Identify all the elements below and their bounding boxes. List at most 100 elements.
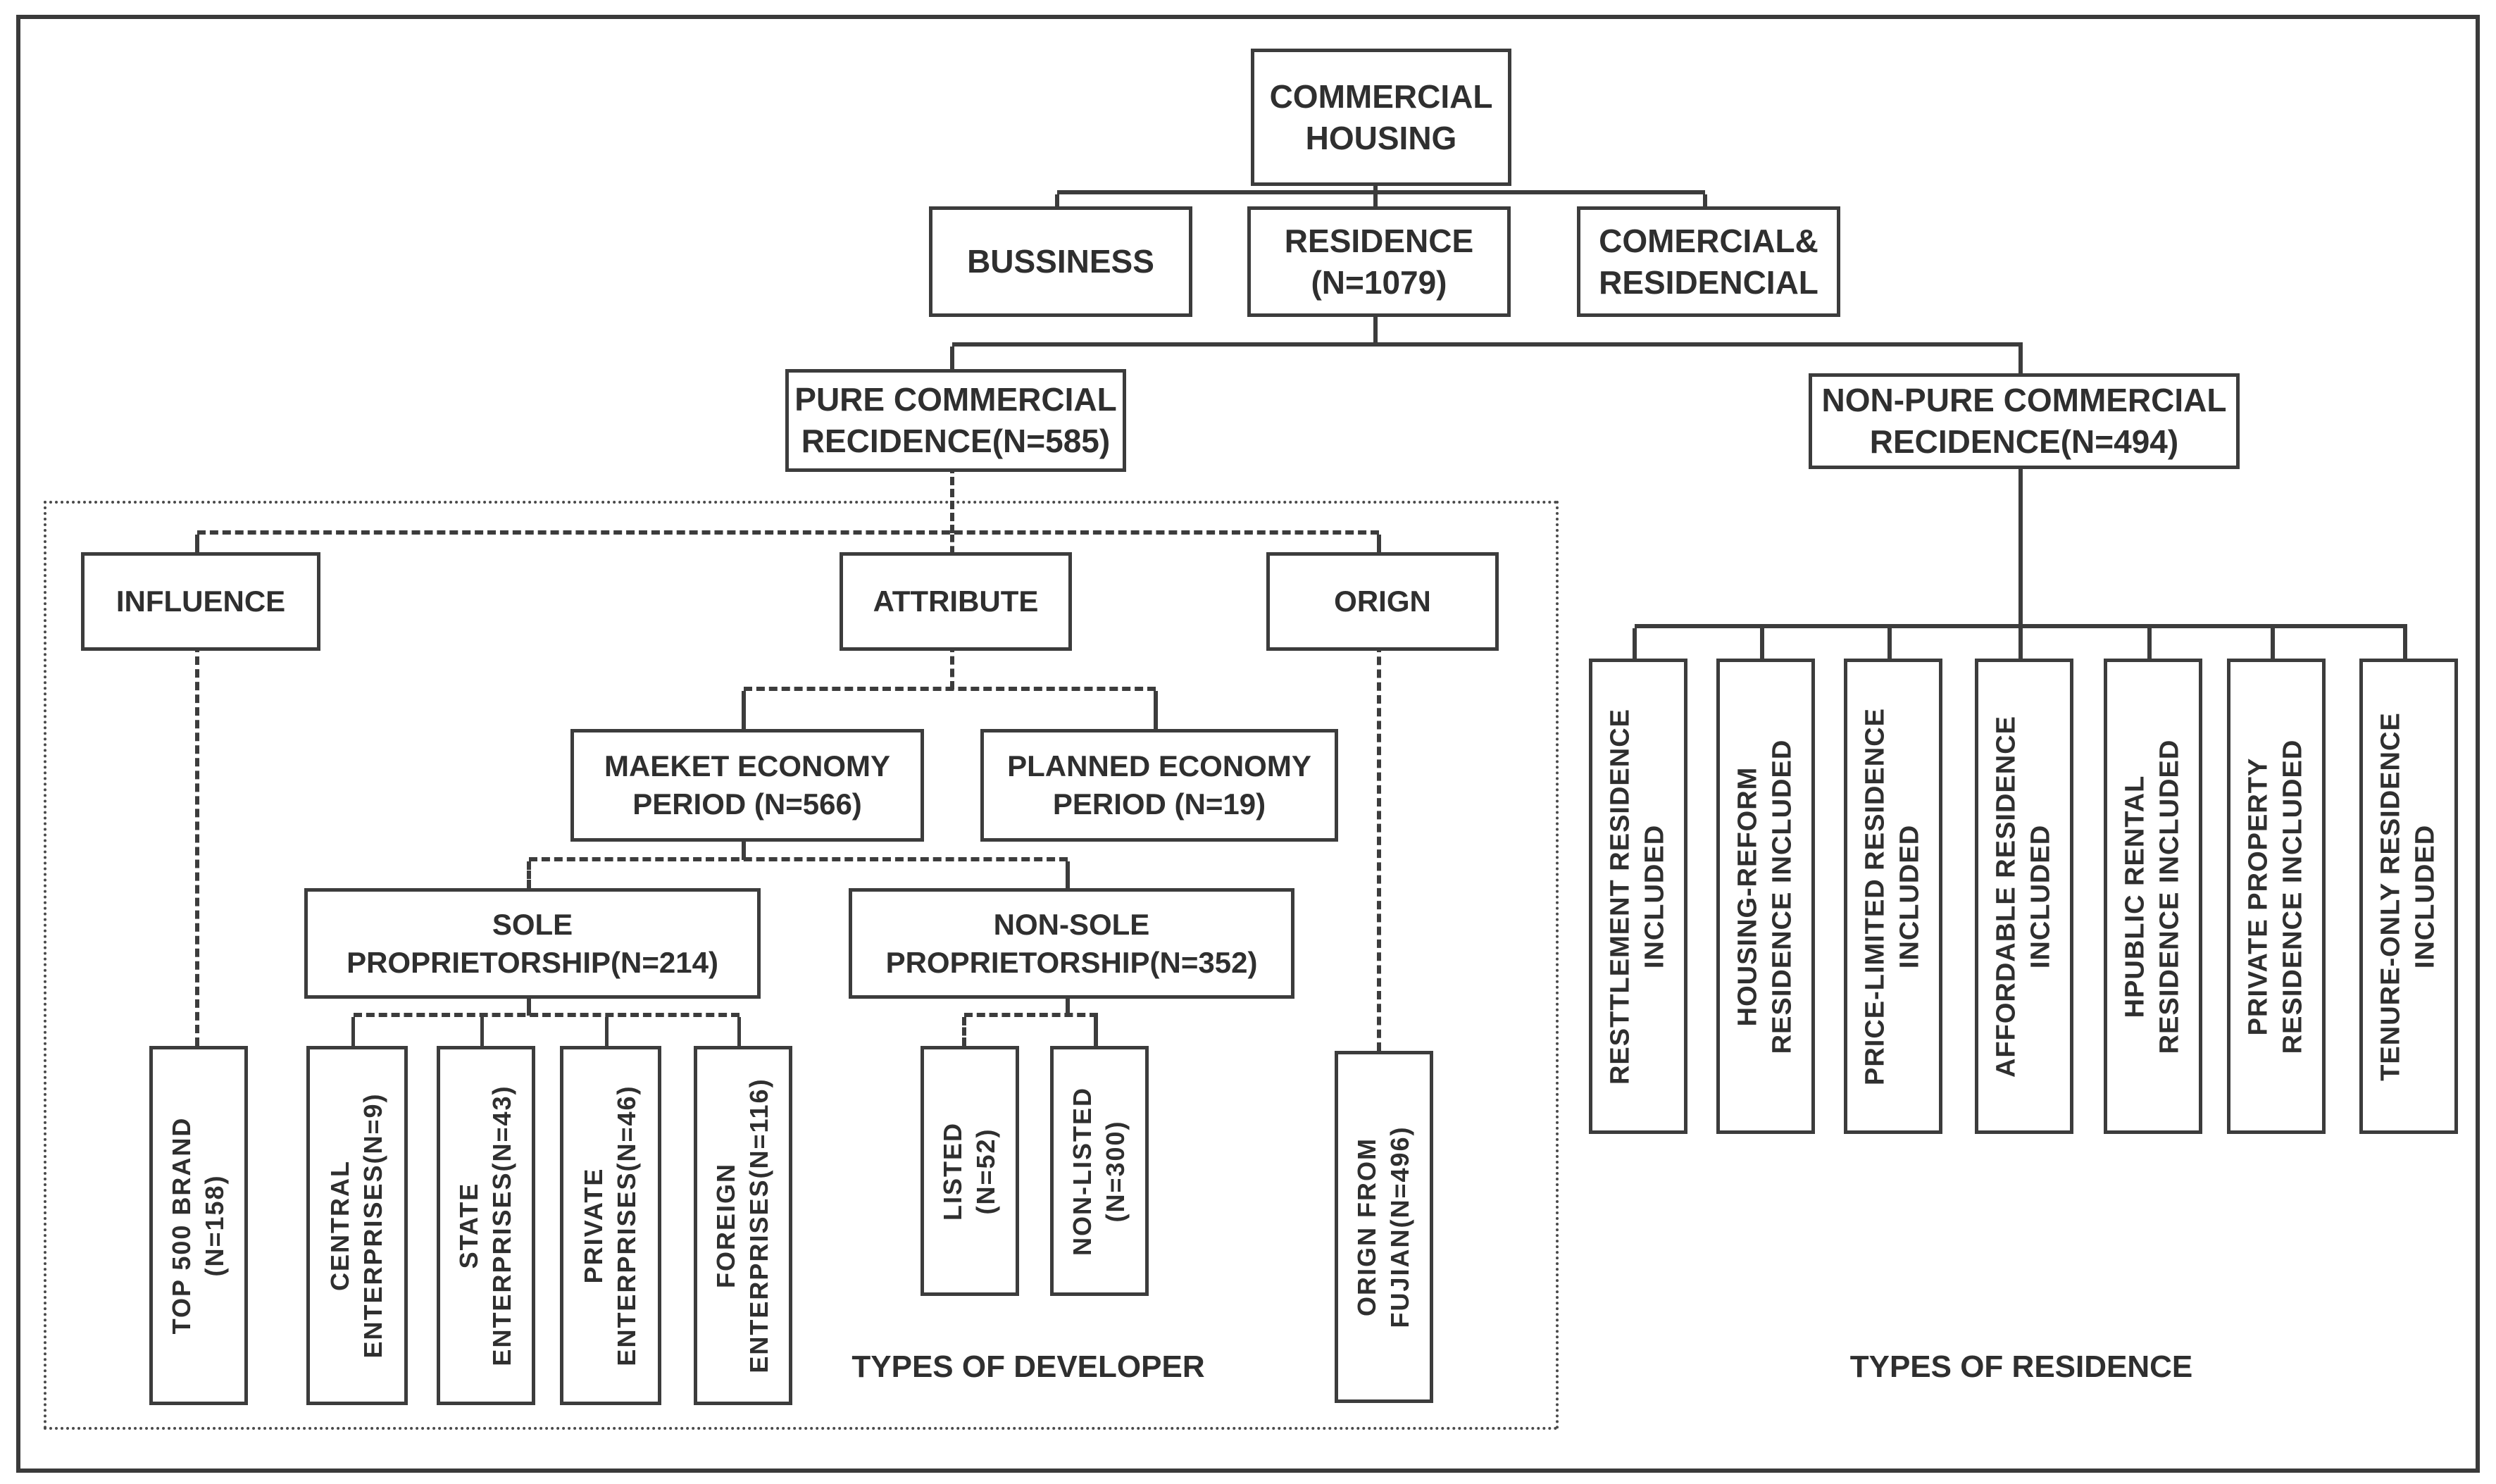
connector-level2-rail xyxy=(952,342,2023,347)
node-private-enterprises-label: PRIVATE ENTERPRISES(N=46) xyxy=(579,1085,641,1366)
connector-residence-stub xyxy=(1373,310,1378,344)
connector-drop-housing-reform xyxy=(1760,628,1764,660)
node-attribute: ATTRIBUTE xyxy=(840,552,1072,651)
node-attribute-label: ATTRIBUTE xyxy=(873,585,1039,618)
node-top-500-brand: TOP 500 BRAND (N=158) xyxy=(149,1046,248,1405)
connector-drop-foreign xyxy=(737,1017,741,1046)
connector-influence-long-dashed xyxy=(195,644,199,1046)
node-resttlement-residence-label: RESTTLEMENT RESIDENCE INCLUDED xyxy=(1605,708,1670,1085)
connector-listed-rail-dashed xyxy=(964,1013,1098,1017)
developer-group-outline xyxy=(44,501,1559,1430)
connector-nonpure-stub xyxy=(2018,462,2023,625)
connector-drop-maeket xyxy=(742,691,746,730)
node-state-enterprises: STATE ENTERPRISES(N=43) xyxy=(437,1046,535,1405)
node-residence: RESIDENCE (N=1079) xyxy=(1247,206,1511,317)
connector-drop-sole-dashed xyxy=(527,861,531,888)
node-influence: INFLUENCE xyxy=(81,552,320,651)
connector-pure-stub-dashed xyxy=(950,465,954,533)
connector-drop-private-property xyxy=(2271,628,2275,660)
node-orign-from-fujian-label: ORIGN FROM FUJIAN(N=496) xyxy=(1352,1126,1414,1328)
node-commercial-housing: COMMERCIAL HOUSING xyxy=(1251,49,1511,186)
connector-sole-stub xyxy=(527,992,531,1016)
node-non-listed: NON-LISTED (N=300) xyxy=(1050,1046,1149,1296)
connector-drop-central xyxy=(351,1017,355,1046)
node-orign-from-fujian: ORIGN FROM FUJIAN(N=496) xyxy=(1335,1051,1433,1403)
node-private-property-residence-label: PRIVATE PROPERTY RESIDENCE INCLUDED xyxy=(2243,739,2308,1054)
node-private-enterprises: PRIVATE ENTERPRISES(N=46) xyxy=(560,1046,661,1405)
outer-border xyxy=(16,15,2480,1473)
node-central-enterprises: CENTRAL ENTERPRISES(N=9) xyxy=(306,1046,408,1405)
connector-drop-resttlement xyxy=(1633,628,1637,660)
node-resttlement-residence: RESTTLEMENT RESIDENCE INCLUDED xyxy=(1589,659,1687,1134)
connector-maeket-stub xyxy=(742,835,746,860)
connector-drop-comercial xyxy=(1703,194,1707,208)
node-hpublic-rental-residence-label: HPUBLIC RENTAL RESIDENCE INCLUDED xyxy=(2120,739,2185,1054)
connector-drop-orign xyxy=(1377,535,1381,554)
connector-drop-private-ent xyxy=(605,1017,609,1046)
node-non-pure-commercial: NON-PURE COMMERCIAL RECIDENCE(N=494) xyxy=(1809,373,2240,469)
node-planned-economy: PLANNED ECONOMY PERIOD (N=19) xyxy=(980,729,1338,842)
connector-attribute-stub-dashed xyxy=(950,644,954,690)
connector-drop-nonsole xyxy=(1066,861,1070,888)
node-top-500-brand-label: TOP 500 BRAND (N=158) xyxy=(167,1116,229,1335)
node-tenure-only-residence: TENURE-ONLY RESIDENCE INCLUDED xyxy=(2359,659,2458,1134)
node-maeket-economy: MAEKET ECONOMY PERIOD (N=566) xyxy=(570,729,924,842)
connector-nonsole-stub xyxy=(1066,992,1070,1016)
connector-enterprise-rail-dashed xyxy=(354,1013,740,1017)
node-listed-label: LISTED (N=52) xyxy=(938,1121,1000,1221)
caption-types-of-residence: TYPES OF RESIDENCE xyxy=(1849,1349,2193,1384)
node-orign: ORIGN xyxy=(1266,552,1499,651)
node-bussiness-label: BUSSINESS xyxy=(967,243,1154,280)
node-housing-reform-residence-label: HOUSING-REFORM RESIDENCE INCLUDED xyxy=(1733,739,1797,1054)
connector-drop-planned xyxy=(1154,691,1158,730)
connector-drop-pure xyxy=(950,347,954,370)
node-non-listed-label: NON-LISTED (N=300) xyxy=(1068,1086,1130,1256)
node-state-enterprises-label: STATE ENTERPRISES(N=43) xyxy=(454,1085,516,1366)
connector-drop-influence xyxy=(195,535,199,554)
node-sole-proprietorship: SOLE PROPRIETORSHIP(N=214) xyxy=(304,888,761,999)
node-comercial-residencial: COMERCIAL& RESIDENCIAL xyxy=(1577,206,1840,317)
node-foreign-enterprises: FOREIGN ENTERPRISES(N=116) xyxy=(694,1046,792,1405)
node-private-property-residence: PRIVATE PROPERTY RESIDENCE INCLUDED xyxy=(2227,659,2326,1134)
connector-drop-nonlisted xyxy=(1094,1017,1098,1046)
connector-periods-rail-dashed xyxy=(744,687,1156,691)
node-maeket-economy-label: MAEKET ECONOMY PERIOD (N=566) xyxy=(604,749,890,821)
connector-drop-bussiness xyxy=(1055,194,1059,208)
connector-drop-hpublic xyxy=(2147,628,2152,660)
node-listed: LISTED (N=52) xyxy=(921,1046,1019,1296)
connector-root-stub xyxy=(1373,179,1378,193)
node-influence-label: INFLUENCE xyxy=(116,585,286,618)
node-non-pure-commercial-label: NON-PURE COMMERCIAL RECIDENCE(N=494) xyxy=(1821,382,2227,460)
connector-dimensions-rail-dashed xyxy=(197,530,1379,535)
node-price-limited-residence: PRICE-LIMITED RESIDENCE INCLUDED xyxy=(1844,659,1942,1134)
connector-drop-listed-dashed xyxy=(962,1017,966,1046)
node-residence-label: RESIDENCE (N=1079) xyxy=(1284,222,1474,301)
node-central-enterprises-label: CENTRAL ENTERPRISES(N=9) xyxy=(325,1092,387,1359)
node-sole-proprietorship-label: SOLE PROPRIETORSHIP(N=214) xyxy=(347,907,718,979)
connector-drop-state xyxy=(480,1017,484,1046)
connector-proprietorship-rail-dashed xyxy=(529,857,1068,861)
connector-drop-price-limited xyxy=(1887,628,1892,660)
node-planned-economy-label: PLANNED ECONOMY PERIOD (N=19) xyxy=(1007,749,1311,821)
node-affordable-residence: AFFORDABLE RESIDENCE INCLUDED xyxy=(1975,659,2073,1134)
connector-drop-attribute-dashed xyxy=(950,535,954,554)
node-tenure-only-residence-label: TENURE-ONLY RESIDENCE INCLUDED xyxy=(2376,711,2440,1081)
connector-residence-rail xyxy=(1635,624,2407,628)
node-price-limited-residence-label: PRICE-LIMITED RESIDENCE INCLUDED xyxy=(1860,707,1925,1085)
node-hpublic-rental-residence: HPUBLIC RENTAL RESIDENCE INCLUDED xyxy=(2104,659,2202,1134)
node-non-sole-proprietorship-label: NON-SOLE PROPRIETORSHIP(N=352) xyxy=(885,907,1258,979)
connector-orign-long-dashed xyxy=(1377,644,1381,1051)
connector-drop-tenure-only xyxy=(2403,628,2407,660)
node-pure-commercial: PURE COMMERCIAL RECIDENCE(N=585) xyxy=(785,369,1126,472)
node-pure-commercial-label: PURE COMMERCIAL RECIDENCE(N=585) xyxy=(794,381,1117,459)
connector-drop-affordable xyxy=(2018,628,2023,660)
connector-drop-nonpure xyxy=(2018,347,2023,375)
node-affordable-residence-label: AFFORDABLE RESIDENCE INCLUDED xyxy=(1991,715,2056,1078)
node-comercial-residencial-label: COMERCIAL& RESIDENCIAL xyxy=(1599,222,1818,301)
node-bussiness: BUSSINESS xyxy=(929,206,1192,317)
caption-types-of-developer: TYPES OF DEVELOPER xyxy=(851,1349,1205,1384)
connector-level1-rail xyxy=(1057,190,1705,194)
node-commercial-housing-label: COMMERCIAL HOUSING xyxy=(1269,77,1493,156)
connector-drop-residence xyxy=(1373,194,1378,208)
